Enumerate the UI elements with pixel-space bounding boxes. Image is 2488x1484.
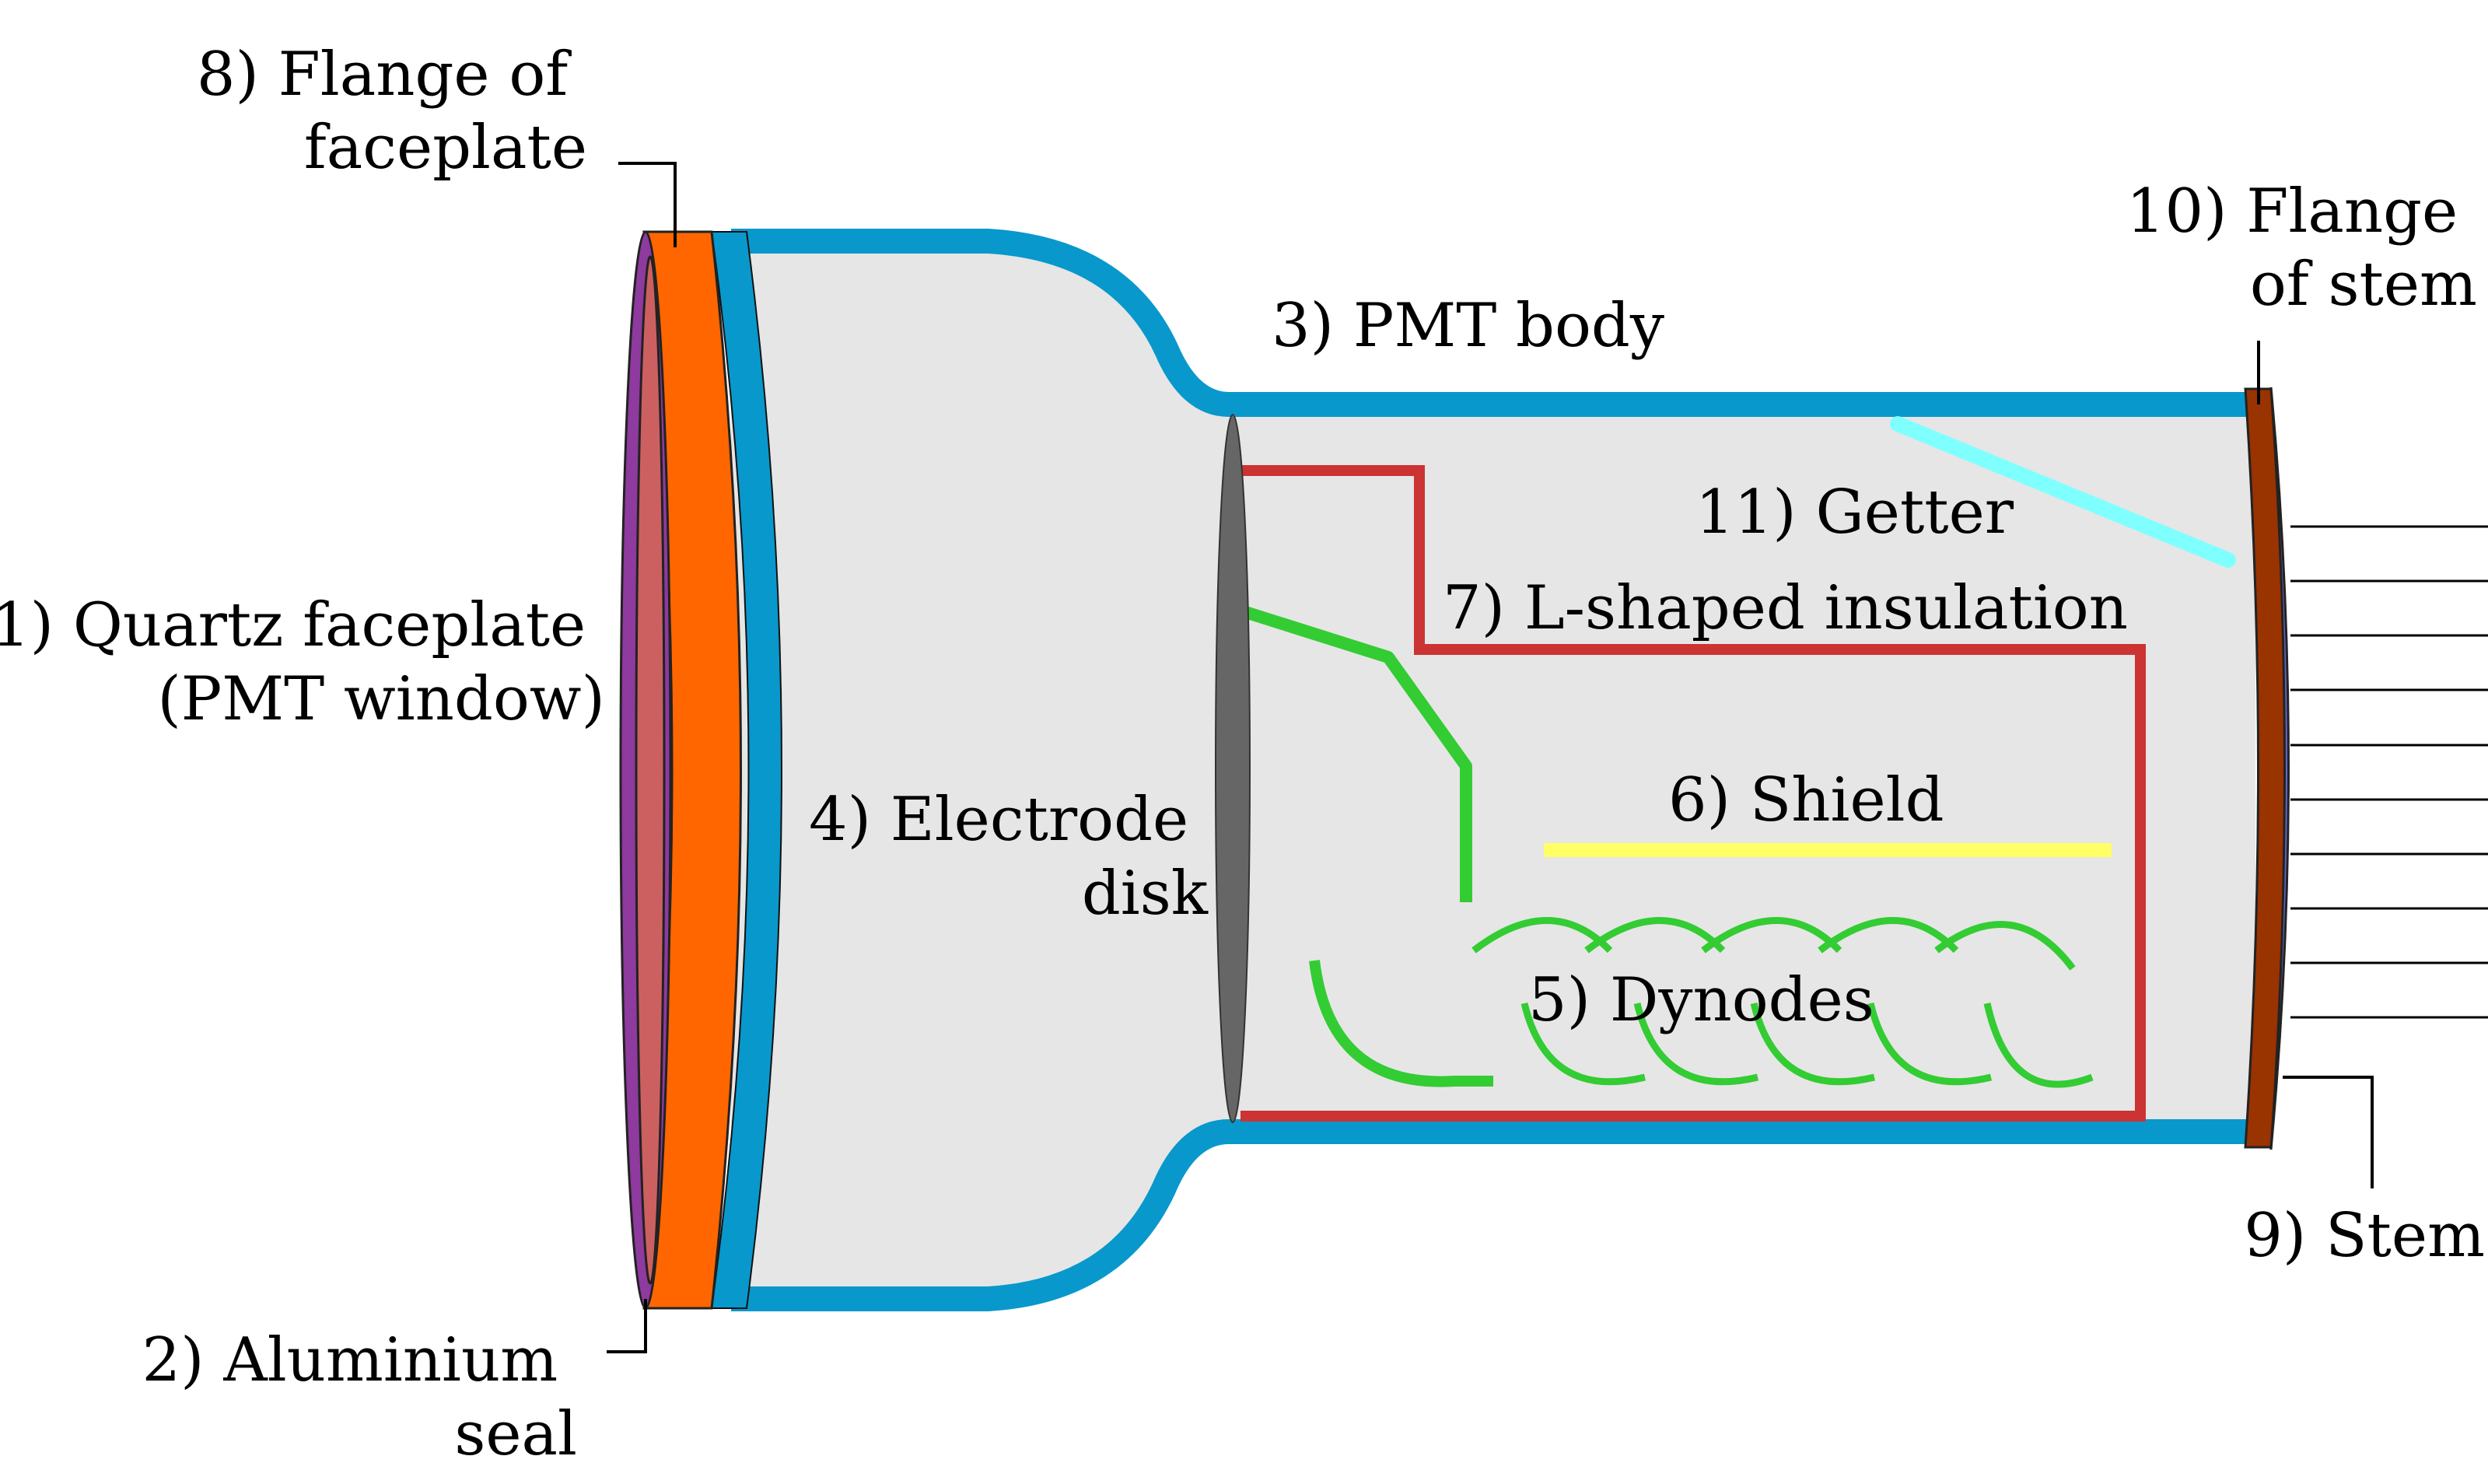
label-line: 5) Dynodes: [1528, 965, 1874, 1035]
leader-lines: [607, 162, 2374, 1353]
label-line: disk: [1082, 859, 1209, 929]
label-line: 7) L-shaped insulation: [1443, 573, 2128, 643]
label-aluminium-seal: 2) Aluminium seal: [142, 1325, 577, 1469]
tube-interior: [731, 241, 2255, 1299]
pmt-body-lower-wall: [731, 1119, 2255, 1311]
dynode-10: [1934, 921, 2076, 971]
l-shaped-insulation: [1241, 465, 2146, 1122]
label-stem: 9) Stem: [2244, 1201, 2485, 1271]
label-line: of stem: [2250, 250, 2477, 320]
dynode-2: [1471, 917, 1613, 954]
leader-line-flange-of-faceplate: [618, 162, 677, 247]
label-line: 4) Electrode: [809, 785, 1188, 855]
label-line: 1) Quartz faceplate: [0, 590, 586, 660]
label-flange-of-faceplate: 8) Flange of faceplate: [197, 40, 587, 183]
label-line: 11) Getter: [1695, 478, 2014, 548]
label-pmt-body: 3) PMT body: [1272, 291, 1664, 361]
dynode-8: [1818, 917, 1959, 954]
label-getter: 11) Getter: [1695, 478, 2014, 548]
quartz-faceplate: [635, 255, 666, 1285]
focusing-electrode: [1238, 604, 1472, 902]
dynode-5: [1633, 1002, 1759, 1086]
label-l-shaped-insulation: 7) L-shaped insulation: [1443, 573, 2128, 643]
dynode-6: [1701, 917, 1842, 954]
label-electrode-disk: 4) Electrode disk: [809, 785, 1209, 929]
dynodes: [1309, 917, 2094, 1088]
dynode-11: [1983, 1003, 2094, 1088]
pmt-body-upper-wall: [731, 229, 2255, 417]
dynode-4: [1584, 917, 1726, 954]
electrode-disk: [1215, 414, 1251, 1123]
label-shield: 6) Shield: [1668, 765, 1944, 835]
leader-line-stem: [2283, 1076, 2374, 1188]
label-dynodes: 5) Dynodes: [1528, 965, 1874, 1035]
flange-of-stem: [2244, 387, 2286, 1149]
dynode-9: [1867, 1002, 1993, 1086]
dynode-3: [1520, 1002, 1646, 1086]
dynode-1: [1309, 960, 1493, 1087]
label-line: (PMT window): [157, 664, 605, 734]
leader-line-aluminium-seal: [607, 1299, 647, 1353]
getter: [1890, 416, 2236, 568]
label-line: 2) Aluminium: [142, 1325, 558, 1395]
label-line: 8) Flange of: [197, 40, 572, 110]
label-line: 3) PMT body: [1272, 291, 1664, 361]
label-line: 6) Shield: [1668, 765, 1944, 835]
label-quartz-faceplate: 1) Quartz faceplate (PMT window): [0, 590, 605, 734]
pmt-body-front-rim: [710, 231, 782, 1309]
label-line: 9) Stem: [2244, 1201, 2485, 1271]
label-line: faceplate: [304, 113, 587, 183]
stem-pins: [2290, 525, 2488, 1019]
dynode-7: [1750, 1002, 1876, 1086]
label-line: seal: [454, 1399, 577, 1469]
label-line: 10) Flange: [2126, 177, 2458, 247]
label-flange-of-stem: 10) Flange of stem: [2126, 177, 2477, 320]
